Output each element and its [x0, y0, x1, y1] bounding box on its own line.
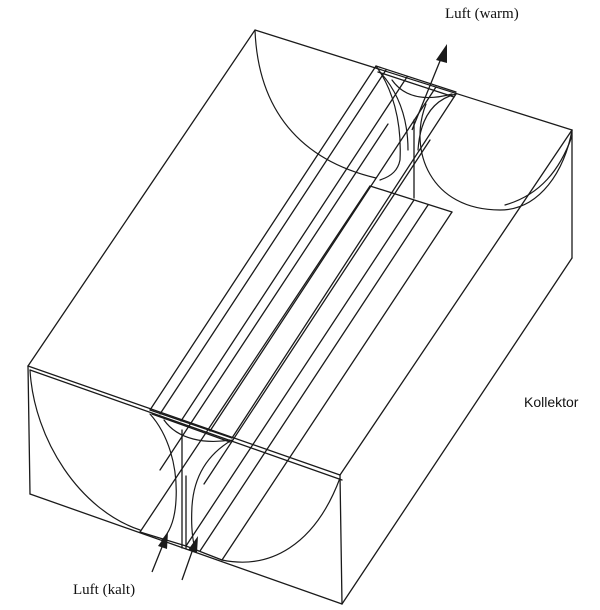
back-left-trough-curve	[254, 29, 377, 179]
channel-line-8	[199, 204, 429, 552]
box-edge-right-bottom	[341, 257, 573, 605]
box-edge-front-top-inner	[29, 369, 343, 481]
air-cold-label: Luft (kalt)	[73, 582, 136, 598]
air-flow-arrows	[151, 44, 447, 581]
front-neck-top-curve	[163, 419, 231, 442]
back-neck-top-curve	[391, 79, 453, 99]
front-neck-curve-left	[149, 413, 177, 541]
channel-line-5	[231, 93, 457, 439]
air-outlet-arrow-line	[411, 55, 443, 131]
box-edge-front-top	[27, 365, 341, 476]
box-outline	[27, 29, 573, 605]
box-edge-right-top	[339, 129, 573, 476]
back-left-inner-curve	[375, 65, 401, 181]
air-outlet-arrowhead	[436, 44, 447, 63]
channel-line-2	[159, 69, 387, 415]
back-top-strip-inner	[377, 71, 455, 98]
air-warm-label: Luft (warm)	[445, 6, 519, 22]
collector-label: Kollektor	[524, 394, 579, 410]
air-inlet-arrow-line-2	[181, 545, 195, 581]
back-face-left-lower	[369, 185, 453, 213]
air-inlet-arrowhead-2	[188, 536, 198, 553]
front-top-strip-inner	[151, 413, 231, 443]
air-inlet-arrowhead-1	[158, 532, 168, 549]
back-right-inner-curve	[504, 135, 573, 206]
channel-line-3	[180, 76, 408, 422]
front-top-strip	[149, 409, 233, 439]
channel-line-6	[139, 185, 371, 533]
box-edge-front-vertical	[339, 474, 343, 605]
channel-line-10	[159, 123, 389, 471]
box-edge-left-vertical	[27, 365, 31, 495]
channel-line-7	[185, 199, 415, 547]
back-neck-curve-right	[417, 93, 457, 151]
front-left-trough-curve	[29, 369, 141, 531]
channel-line-11	[203, 139, 431, 485]
channel-line-4	[209, 86, 437, 432]
back-top-strip	[375, 65, 457, 93]
back-right-trough-curve	[419, 103, 573, 211]
channel-line-1	[149, 65, 377, 411]
back-face	[254, 29, 573, 213]
channel-lines	[139, 65, 457, 561]
front-face	[29, 369, 341, 563]
front-right-trough-curve	[221, 477, 341, 563]
front-neck-curve-right	[191, 439, 233, 553]
channel-line-9	[221, 211, 453, 561]
box-edge-top-left	[27, 29, 573, 367]
back-neck-curve-left	[379, 71, 409, 151]
